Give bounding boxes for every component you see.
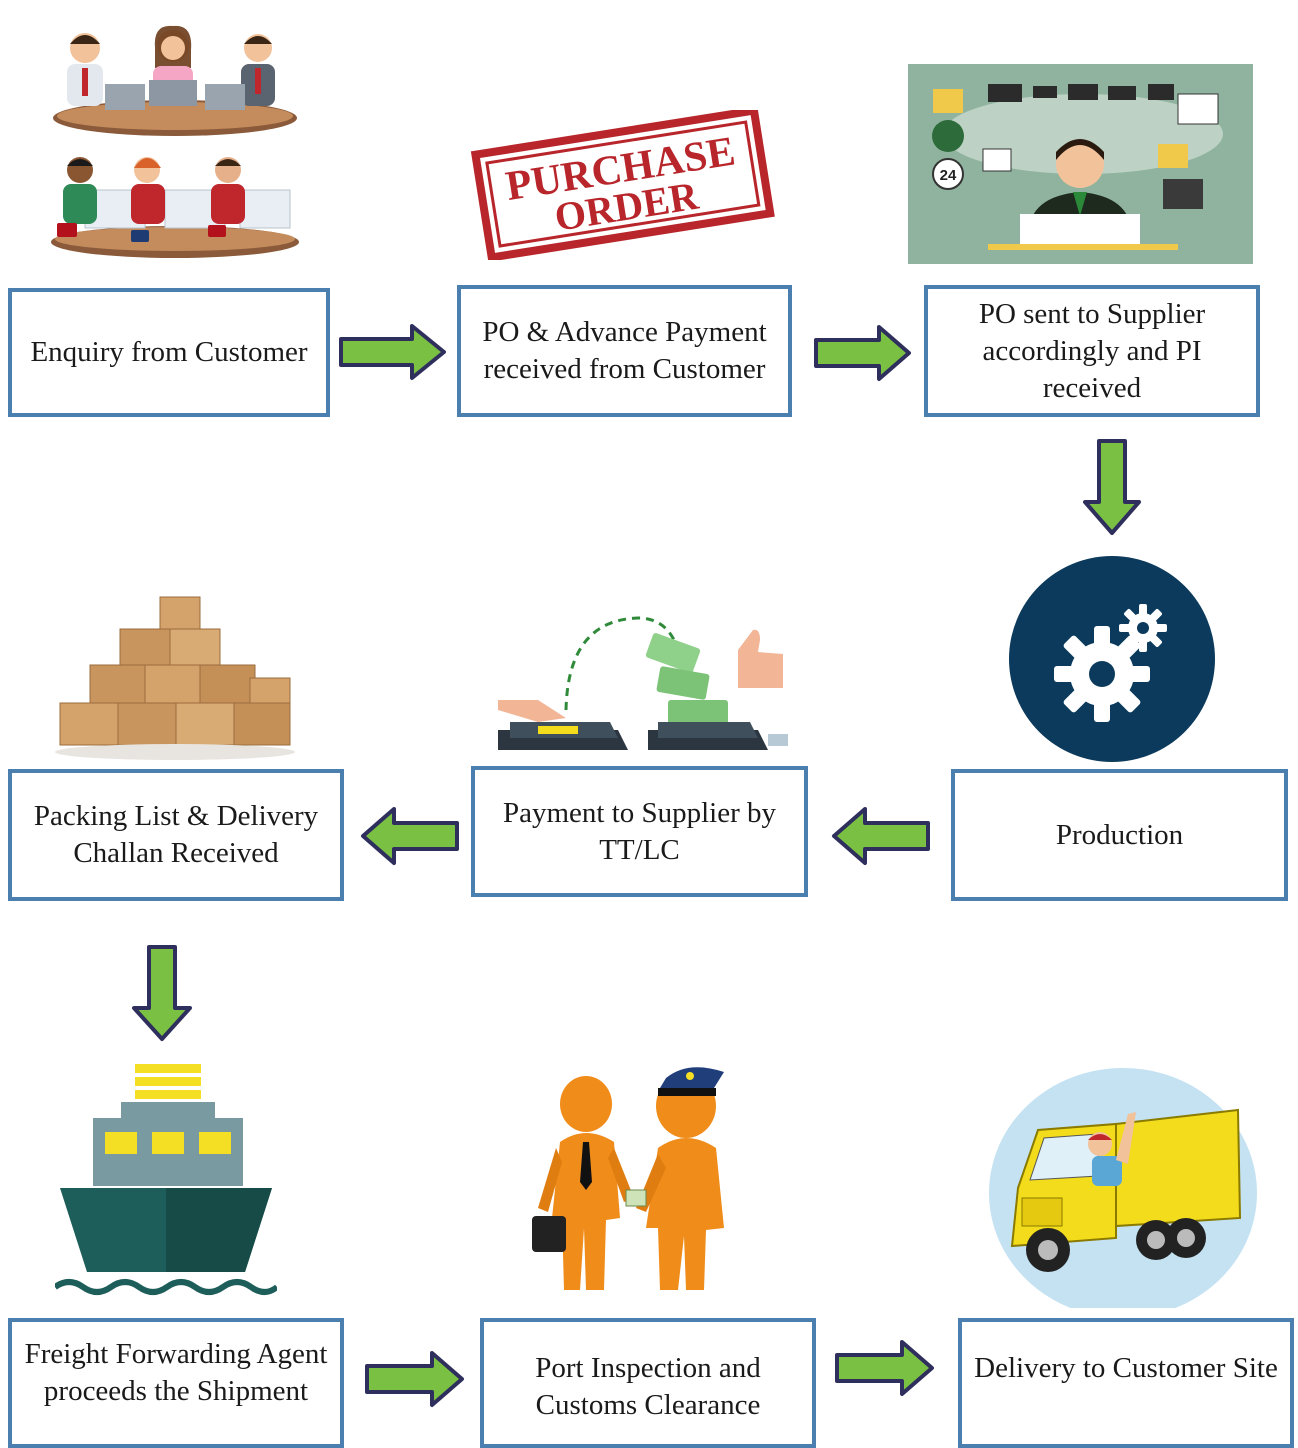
logistics-agent-icon: 24: [908, 64, 1253, 264]
delivery-truck-icon: [989, 1068, 1257, 1308]
cardboard-boxes-icon: [55, 596, 295, 760]
step-packing-label: Packing List & Delivery Challan Received: [33, 800, 319, 869]
step-po-advance-label: PO & Advance Payment received from Custo…: [482, 316, 767, 385]
step-customs-box: Port Inspection and Customs Clearance: [480, 1318, 816, 1448]
arrow-right-3: [365, 1351, 464, 1407]
step-po-advance-box: PO & Advance Payment received from Custo…: [457, 285, 792, 417]
step-enquiry-box: Enquiry from Customer: [8, 288, 330, 417]
arrow-right-2: [814, 325, 911, 381]
step-po-supplier-box: PO sent to Supplier accordingly and PI r…: [924, 285, 1260, 417]
step-po-supplier-label: PO sent to Supplier accordingly and PI r…: [978, 297, 1206, 404]
step-payment-label: Payment to Supplier by TT/LC: [502, 796, 777, 866]
call-center-icon: [51, 25, 299, 258]
gears-icon: [1009, 556, 1215, 762]
arrow-left-1: [832, 807, 930, 865]
step-payment-box: Payment to Supplier by TT/LC: [471, 766, 808, 897]
arrow-right-4: [835, 1340, 934, 1396]
badge-24: 24: [940, 167, 957, 184]
payment-transfer-icon: [498, 616, 788, 750]
arrow-down-2: [132, 945, 192, 1041]
step-freight-box: Freight Forwarding Agent proceeds the Sh…: [8, 1318, 344, 1448]
purchase-order-stamp-icon: PURCHASE ORDER: [470, 110, 775, 260]
step-production-box: Production: [951, 769, 1288, 901]
arrow-left-2: [361, 807, 459, 865]
arrow-down-1: [1083, 439, 1141, 535]
step-delivery-box: Delivery to Customer Site: [958, 1318, 1294, 1448]
arrow-right-1: [339, 324, 446, 380]
step-enquiry-label: Enquiry from Customer: [30, 336, 308, 368]
step-delivery-label: Delivery to Customer Site: [974, 1352, 1278, 1384]
step-freight-label: Freight Forwarding Agent proceeds the Sh…: [24, 1338, 328, 1407]
step-production-label: Production: [1055, 818, 1184, 851]
step-customs-label: Port Inspection and Customs Clearance: [535, 1352, 761, 1421]
customs-officers-icon: [532, 1067, 724, 1290]
step-packing-box: Packing List & Delivery Challan Received: [8, 769, 344, 901]
cargo-ship-icon: [55, 1064, 277, 1295]
